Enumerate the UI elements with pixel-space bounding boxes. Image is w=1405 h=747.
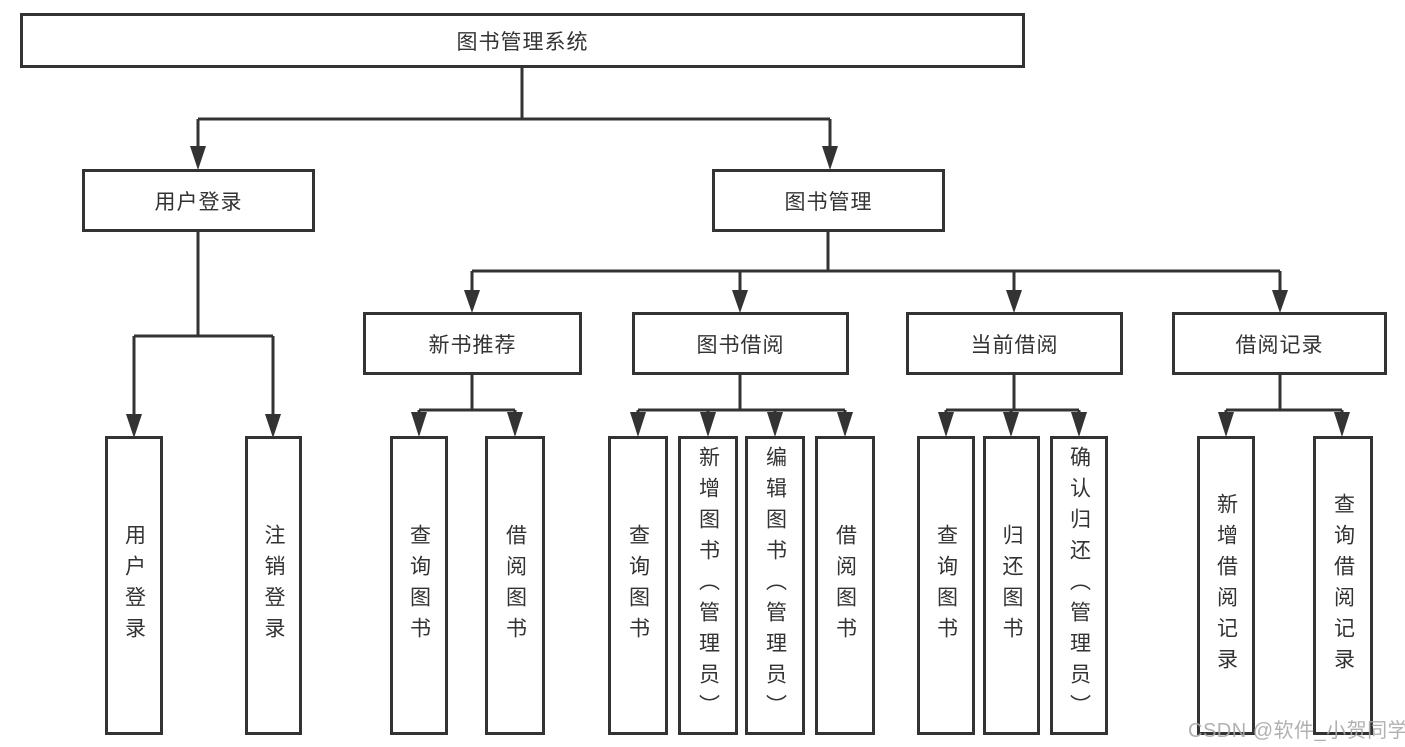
node-label: 图书借阅	[696, 333, 785, 357]
node-user-login: 用户登录	[82, 169, 315, 232]
leaf-label: 查询借阅记录	[1331, 492, 1355, 679]
leaf-label: 借阅图书	[503, 523, 527, 648]
leaf-label: 编辑图书（管理员）	[763, 446, 787, 725]
node-label: 借阅记录	[1235, 333, 1324, 357]
leaf-user-login: 用户登录	[105, 436, 163, 735]
leaf-label: 借阅图书	[833, 523, 857, 648]
node-current-borrowing: 当前借阅	[906, 312, 1123, 375]
leaf-newrec-borrow-books: 借阅图书	[485, 436, 545, 735]
leaf-current-confirm-return-admin: 确认归还（管理员）	[1050, 436, 1108, 735]
leaf-records-query-borrow-record: 查询借阅记录	[1313, 436, 1373, 735]
csdn-watermark: CSDN @软件_小贺同学	[1188, 720, 1405, 742]
leaf-borrowing-query-books: 查询图书	[608, 436, 668, 735]
arrowhead-down-icons	[126, 146, 1350, 438]
leaf-label: 注销登录	[262, 523, 285, 648]
leaf-label: 查询图书	[626, 523, 650, 648]
connector-root-to-level2	[196, 68, 832, 148]
leaf-label: 查询图书	[934, 523, 958, 648]
connector-records-to-children	[1224, 375, 1344, 414]
node-borrowing-records: 借阅记录	[1172, 312, 1387, 375]
leaf-label: 新增借阅记录	[1214, 492, 1238, 679]
node-label: 当前借阅	[970, 333, 1059, 357]
node-label: 图书管理	[784, 190, 873, 214]
leaf-label: 归还图书	[1000, 523, 1023, 648]
node-label: 用户登录	[154, 190, 243, 214]
connector-current-to-children	[944, 375, 1081, 414]
leaf-borrowing-add-books-admin: 新增图书（管理员）	[678, 436, 738, 735]
connector-book-mgmt-to-children	[470, 232, 1282, 292]
connector-borrowing-to-children	[636, 375, 847, 414]
leaf-logout: 注销登录	[245, 436, 302, 735]
node-label: 新书推荐	[428, 333, 517, 357]
leaf-borrowing-borrow-books: 借阅图书	[815, 436, 875, 735]
leaf-newrec-query-books: 查询图书	[390, 436, 448, 735]
leaf-records-add-borrow-record: 新增借阅记录	[1197, 436, 1255, 735]
node-library-management-system: 图书管理系统	[20, 13, 1025, 68]
node-book-borrowing: 图书借阅	[632, 312, 849, 375]
leaf-borrowing-edit-books-admin: 编辑图书（管理员）	[745, 436, 805, 735]
node-book-management: 图书管理	[712, 169, 945, 232]
leaf-label: 新增图书（管理员）	[696, 446, 720, 725]
leaf-label: 确认归还（管理员）	[1067, 446, 1091, 725]
leaf-label: 查询图书	[407, 523, 431, 648]
leaf-current-query-books: 查询图书	[917, 436, 975, 735]
leaf-label: 用户登录	[122, 523, 146, 648]
connector-user-login-to-children	[132, 232, 275, 416]
connector-new-book-to-children	[417, 375, 517, 414]
node-label: 图书管理系统	[456, 30, 589, 54]
leaf-current-return-books: 归还图书	[983, 436, 1040, 735]
node-new-book-recommendation: 新书推荐	[363, 312, 582, 375]
